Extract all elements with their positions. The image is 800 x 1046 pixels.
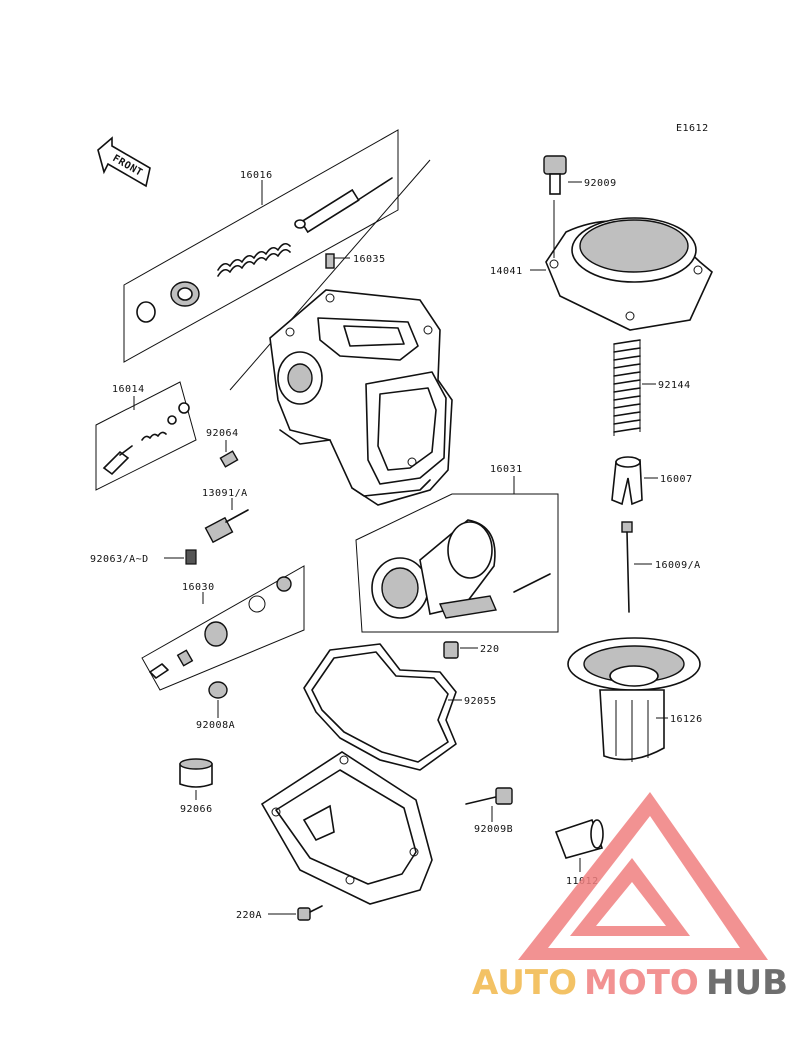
label-13091-a: 13091/A xyxy=(202,488,248,499)
label-92009: 92009 xyxy=(584,178,617,189)
label-92055: 92055 xyxy=(464,696,497,707)
part-92144-spring-icon xyxy=(613,339,656,436)
label-220a: 220A xyxy=(236,910,262,921)
label-16126: 16126 xyxy=(670,714,703,725)
label-92064: 92064 xyxy=(206,428,239,439)
diagram-code: E1612 xyxy=(676,123,709,134)
carburetor-body xyxy=(269,289,453,506)
part-16126 xyxy=(567,637,701,762)
label-92008a: 92008A xyxy=(196,720,235,731)
watermark-moto: MOTO xyxy=(584,963,699,1003)
label-92063: 92063/A~D xyxy=(90,554,149,565)
part-92064 xyxy=(219,440,239,468)
label-92144: 92144 xyxy=(658,380,691,391)
part-14041 xyxy=(530,200,713,331)
label-16031: 16031 xyxy=(490,464,523,475)
part-92055-gasket xyxy=(303,643,462,771)
part-92009b xyxy=(465,787,513,822)
label-16009-a: 16009/A xyxy=(655,560,701,571)
part-group-16031 xyxy=(355,476,559,633)
part-11012 xyxy=(554,818,604,872)
spring-icon xyxy=(217,242,291,277)
float-bowl xyxy=(260,751,433,905)
label-92009b: 92009B xyxy=(474,824,513,835)
front-arrow-icon: FRONT xyxy=(97,136,151,188)
label-16016: 16016 xyxy=(240,170,273,181)
label-16014: 16014 xyxy=(112,384,145,395)
label-220: 220 xyxy=(480,644,500,655)
label-16007: 16007 xyxy=(660,474,693,485)
part-92063 xyxy=(164,549,197,565)
watermark-hub: HUB xyxy=(706,963,788,1003)
part-13091-a xyxy=(204,498,249,544)
part-92008a xyxy=(208,681,228,718)
label-92066: 92066 xyxy=(180,804,213,815)
part-220a xyxy=(268,905,323,921)
part-16009-a xyxy=(621,521,652,613)
watermark-auto: AUTO xyxy=(472,963,577,1003)
label-16030: 16030 xyxy=(182,582,215,593)
watermark-logo: AUTO MOTO HUB xyxy=(472,792,788,1003)
part-92066 xyxy=(179,758,213,800)
part-group-16030 xyxy=(141,565,305,691)
part-16035 xyxy=(325,253,350,269)
part-220 xyxy=(443,641,478,659)
part-group-16016 xyxy=(123,129,431,391)
label-16035: 16035 xyxy=(353,254,386,265)
label-14041: 14041 xyxy=(490,266,523,277)
part-group-16014 xyxy=(95,381,197,491)
part-16007 xyxy=(611,456,658,506)
part-92009 xyxy=(543,155,582,195)
